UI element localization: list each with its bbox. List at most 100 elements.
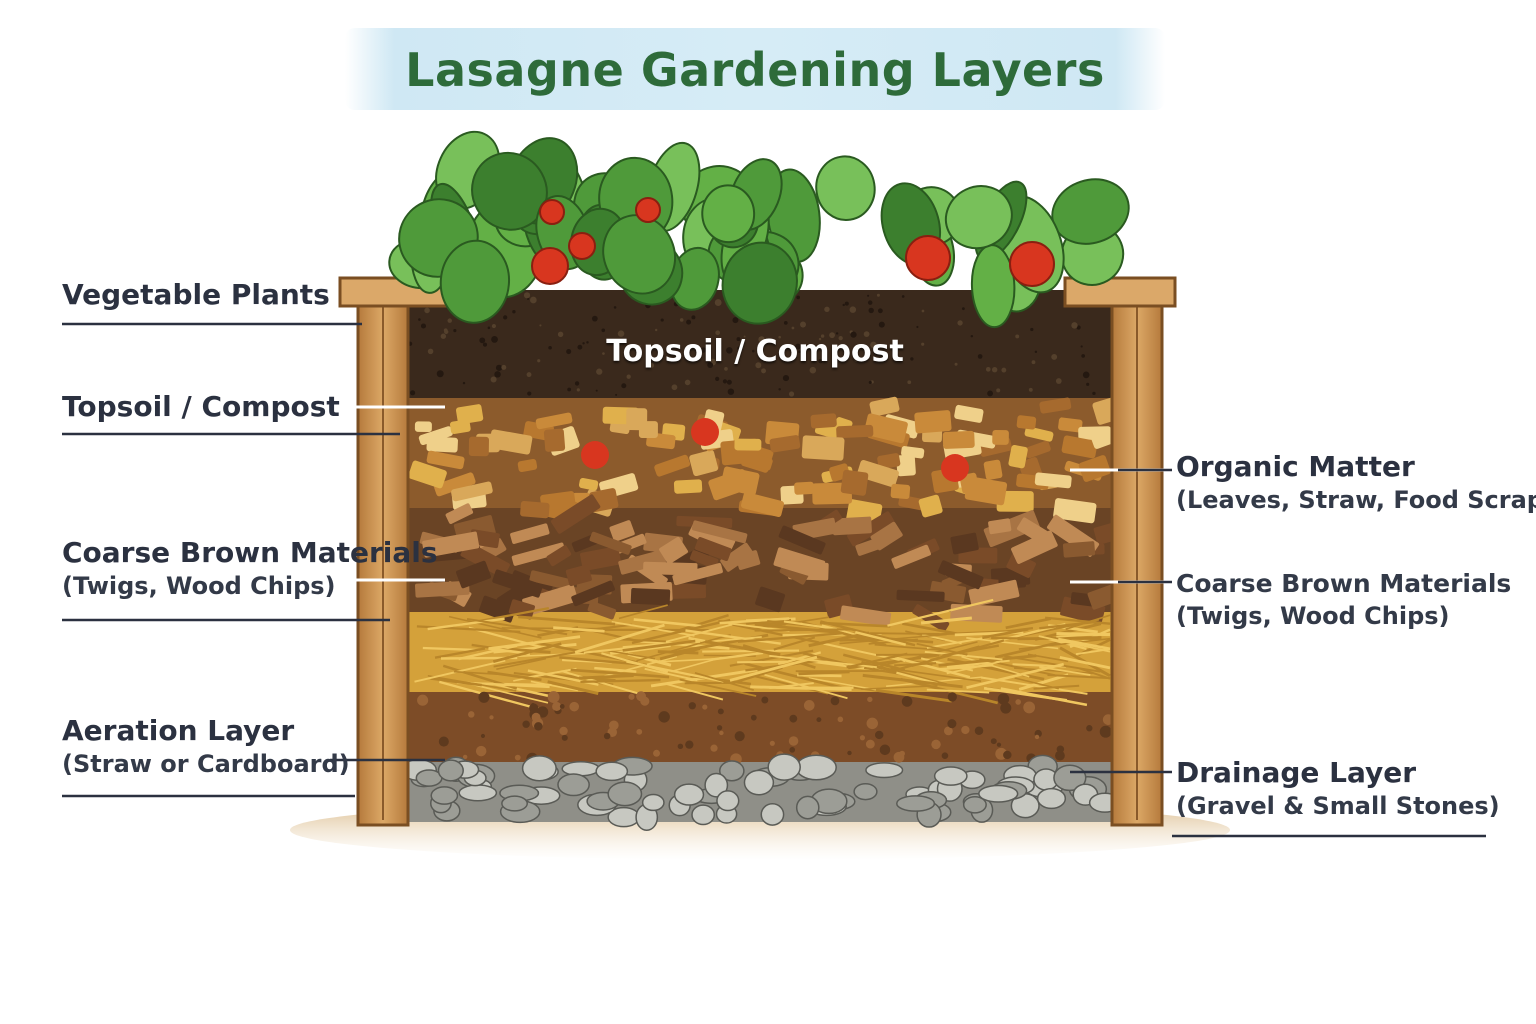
- label-coarse-brown-left: Coarse Brown Materials (Twigs, Wood Chip…: [62, 536, 438, 602]
- soil-speck: [684, 379, 691, 386]
- soil-pebble: [941, 752, 949, 759]
- soil-pebble: [608, 720, 619, 731]
- soil-speck: [479, 337, 486, 344]
- soil-speck: [868, 380, 872, 384]
- soil-speck: [736, 337, 741, 342]
- soil-pebble: [788, 736, 799, 746]
- wood-chip: [529, 570, 574, 591]
- soil-speck: [548, 345, 552, 350]
- straw-strand: [508, 652, 585, 658]
- organic-chunk: [654, 454, 691, 477]
- organic-chunk: [877, 453, 901, 470]
- soil-speck: [778, 388, 781, 391]
- straw-strand: [658, 623, 733, 645]
- wood-chip: [968, 579, 1020, 607]
- soil-pebble: [990, 738, 997, 745]
- soil-speck: [788, 391, 795, 397]
- straw-strand: [894, 656, 971, 679]
- label-main: Drainage Layer: [1176, 756, 1417, 789]
- gravel-stone: [704, 772, 729, 798]
- straw-strand: [870, 632, 940, 635]
- leader-lines: [62, 322, 1486, 838]
- straw-strand: [750, 685, 852, 691]
- soil-speck: [961, 307, 965, 311]
- soil-speck: [838, 335, 843, 341]
- soil-speck: [778, 335, 781, 339]
- wood-chip: [870, 521, 903, 551]
- gravel-stone: [795, 754, 837, 781]
- soil-speck: [796, 295, 800, 300]
- tomato: [1009, 241, 1055, 287]
- tomato: [568, 232, 596, 260]
- diagram-title: Lasagne Gardening Layers: [405, 43, 1105, 97]
- soil-pebble: [522, 720, 530, 728]
- soil-pebble: [961, 725, 970, 735]
- organic-chunk: [535, 412, 573, 430]
- organic-chunk: [1034, 472, 1072, 489]
- wood-chip: [587, 600, 617, 620]
- wood-chip: [672, 563, 723, 586]
- soil-pebble: [1099, 725, 1112, 738]
- straw-strand: [422, 646, 479, 652]
- organic-chunk: [689, 449, 719, 477]
- straw-strand: [448, 615, 542, 639]
- soil-speck: [487, 326, 491, 330]
- organic-chunk: [836, 424, 874, 439]
- soil-speck: [512, 310, 516, 314]
- layer-textures: [400, 292, 1142, 832]
- label-main: Topsoil / Compost: [62, 390, 340, 423]
- straw-strand: [1075, 648, 1111, 656]
- soil-speck: [854, 359, 858, 362]
- soil-speck: [650, 356, 653, 360]
- straw-strand: [547, 680, 599, 696]
- organic-chunk: [954, 404, 984, 423]
- wood-chip: [589, 531, 632, 555]
- soil-pebble: [462, 754, 468, 760]
- soil-pebble: [603, 732, 611, 740]
- straw-strand: [887, 598, 994, 627]
- organic-chunk: [1008, 444, 1028, 469]
- gravel-stone: [795, 795, 820, 820]
- straw-strand: [861, 660, 948, 686]
- label-aeration-layer: Aeration Layer (Straw or Cardboard): [62, 714, 350, 780]
- straw-strand: [1038, 635, 1111, 653]
- gravel-stone: [501, 795, 528, 812]
- soil-speck: [719, 348, 722, 351]
- organic-chunk: [863, 413, 908, 444]
- soil-pebble: [816, 717, 822, 723]
- straw-strand: [1056, 632, 1111, 638]
- straw-strand: [488, 635, 581, 651]
- soil-speck: [758, 336, 765, 343]
- straw-strand: [737, 632, 843, 643]
- soil-speck: [743, 335, 746, 338]
- straw-strand: [847, 634, 934, 644]
- soil-pebble: [859, 735, 866, 741]
- soil-speck: [686, 319, 692, 325]
- soil-speck: [602, 352, 605, 355]
- organic-chunk: [856, 459, 899, 488]
- soil-pebble: [1034, 734, 1040, 740]
- straw-strand: [487, 670, 542, 682]
- soil-speck: [529, 296, 537, 304]
- soil-pebble: [789, 714, 798, 723]
- straw-strand: [982, 628, 1029, 640]
- straw-strand: [754, 628, 854, 632]
- wood-chip: [580, 546, 622, 572]
- straw-strand: [808, 631, 870, 648]
- soil-speck: [867, 294, 870, 297]
- wood-chip: [522, 584, 578, 617]
- soil-speck: [954, 362, 958, 366]
- leaf: [439, 239, 511, 324]
- straw-strand: [1018, 637, 1111, 650]
- label-drainage-layer: Drainage Layer (Gravel & Small Stones): [1176, 756, 1500, 822]
- straw-strand: [636, 633, 731, 662]
- soil-speck: [615, 393, 618, 396]
- straw-strand: [926, 688, 990, 694]
- soil-speck: [996, 388, 1001, 393]
- gravel-stone: [933, 766, 968, 786]
- soil-pebble: [480, 733, 486, 738]
- label-sub: (Twigs, Wood Chips): [62, 572, 336, 600]
- straw-strand: [1058, 637, 1111, 651]
- soil-speck: [567, 387, 572, 392]
- wood-chip: [510, 523, 550, 544]
